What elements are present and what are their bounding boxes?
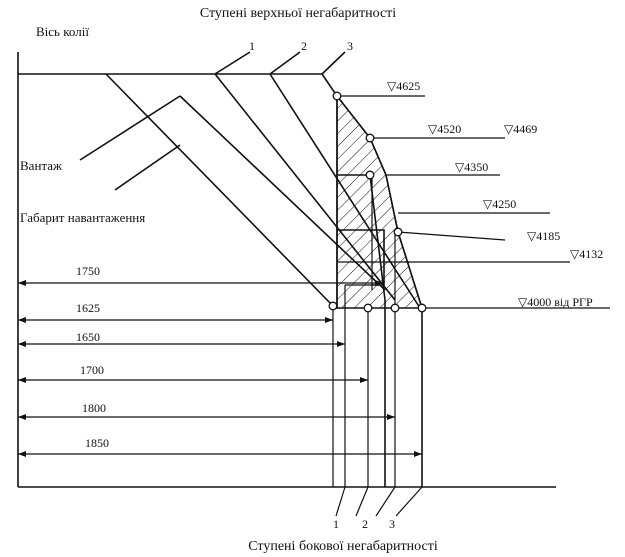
mark-4000: ▽4000 від РГР <box>518 295 593 309</box>
dim-1750-label: 1750 <box>76 264 100 278</box>
bottom-degree-1-leader <box>335 486 346 517</box>
point-1800 <box>390 303 400 313</box>
mark-4185-line <box>397 231 506 241</box>
dim-1650: 1650 <box>18 330 345 347</box>
mark-4625: ▽4625 <box>387 79 420 93</box>
dim-1650-label: 1650 <box>76 330 100 344</box>
dim-1850-label: 1850 <box>85 436 109 450</box>
cargo-contour <box>105 73 334 307</box>
gauge-pointer <box>114 144 181 191</box>
bottom-title: Ступені бокової негабаритності <box>248 539 438 554</box>
dim-1800-label: 1800 <box>82 401 106 415</box>
point-1850 <box>417 303 427 313</box>
degree-3-contour <box>336 95 423 487</box>
oversize-zone-hatch <box>336 93 423 309</box>
point-4185 <box>393 227 403 237</box>
mark-4132: ▽4132 <box>570 247 603 261</box>
top-degree-2: 2 <box>301 39 307 53</box>
bottom-degree-2b-leader <box>375 486 396 517</box>
dim-1700: 1700 <box>18 363 368 383</box>
mark-4520: ▽4520 <box>428 122 461 136</box>
cargo-pointer <box>79 95 181 161</box>
bottom-degree-2: 2 <box>362 517 368 531</box>
point-4625 <box>332 91 342 101</box>
dim-1850: 1850 <box>18 436 422 457</box>
point-4350 <box>365 170 375 180</box>
mark-4469: ▽4469 <box>504 122 537 136</box>
point-4520 <box>365 133 375 143</box>
track-axis-label: Вісь колії <box>36 24 89 39</box>
bottom-degree-3-leader <box>395 486 423 517</box>
diag-degree-2-leader <box>269 51 301 75</box>
point-1625 <box>328 301 338 311</box>
point-1700 <box>363 303 373 313</box>
diag-degree-3-leader <box>321 51 346 75</box>
mark-4350: ▽4350 <box>455 160 488 174</box>
degree-2-contour <box>337 174 386 487</box>
diag-degree-1 <box>214 73 396 301</box>
cargo-label: Вантаж <box>20 158 63 173</box>
bottom-degree-3: 3 <box>389 517 395 531</box>
dim-1700-label: 1700 <box>80 363 104 377</box>
top-title: Ступені верхньої негабаритності <box>200 6 396 21</box>
bottom-degree-2-leader <box>355 486 369 517</box>
diag-degree-2 <box>269 73 421 309</box>
dim-1750: 1750 <box>18 264 383 286</box>
dim-1800: 1800 <box>18 401 395 420</box>
mark-4185: ▽4185 <box>527 229 560 243</box>
top-degree-1: 1 <box>249 39 255 53</box>
mark-4250: ▽4250 <box>483 197 516 211</box>
cargo-upper-contour <box>179 95 386 291</box>
dim-1625-label: 1625 <box>76 301 100 315</box>
bottom-degree-1: 1 <box>333 517 339 531</box>
gauge-outline <box>321 73 338 309</box>
dim-1625: 1625 <box>18 301 333 323</box>
top-degree-3: 3 <box>347 39 353 53</box>
diag-degree-1-leader <box>214 51 251 75</box>
gauge-label: Габарит навантаження <box>20 210 145 225</box>
